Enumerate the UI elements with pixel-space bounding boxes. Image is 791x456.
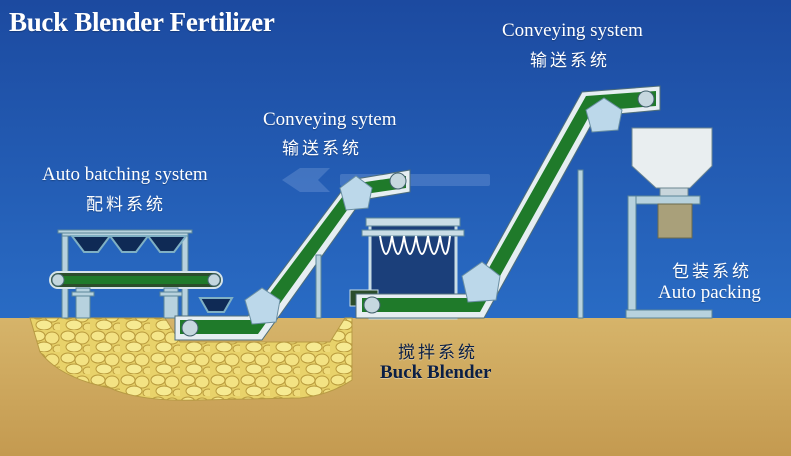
blender-system-label-zh: 搅拌系统 <box>398 343 478 363</box>
packing-machine <box>625 127 713 319</box>
conveying-system-left-label-en: Conveying sytem <box>263 109 397 130</box>
batching-conveyor <box>49 271 223 289</box>
page-title: Buck Blender Fertilizer <box>9 7 275 37</box>
conveying-system-left-label-zh: 输送系统 <box>282 139 362 159</box>
small-hopper <box>198 297 234 313</box>
batching-hoppers <box>70 235 188 253</box>
packing-system-label-zh: 包装系统 <box>672 262 752 282</box>
pebble-pit <box>29 317 353 401</box>
batching-system-label-en: Auto batching system <box>42 164 208 185</box>
blender-system-label-en: Buck Blender <box>380 362 492 383</box>
conveying-system-right-label-zh: 输送系统 <box>530 51 610 71</box>
left-conveyor <box>174 169 411 341</box>
right-conveyor <box>355 85 661 319</box>
packing-system-label-en: Auto packing <box>658 282 761 303</box>
batching-system-label-zh: 配料系统 <box>86 195 166 215</box>
batching-legs <box>71 287 183 319</box>
conveying-system-right-label-en: Conveying system <box>502 20 643 41</box>
